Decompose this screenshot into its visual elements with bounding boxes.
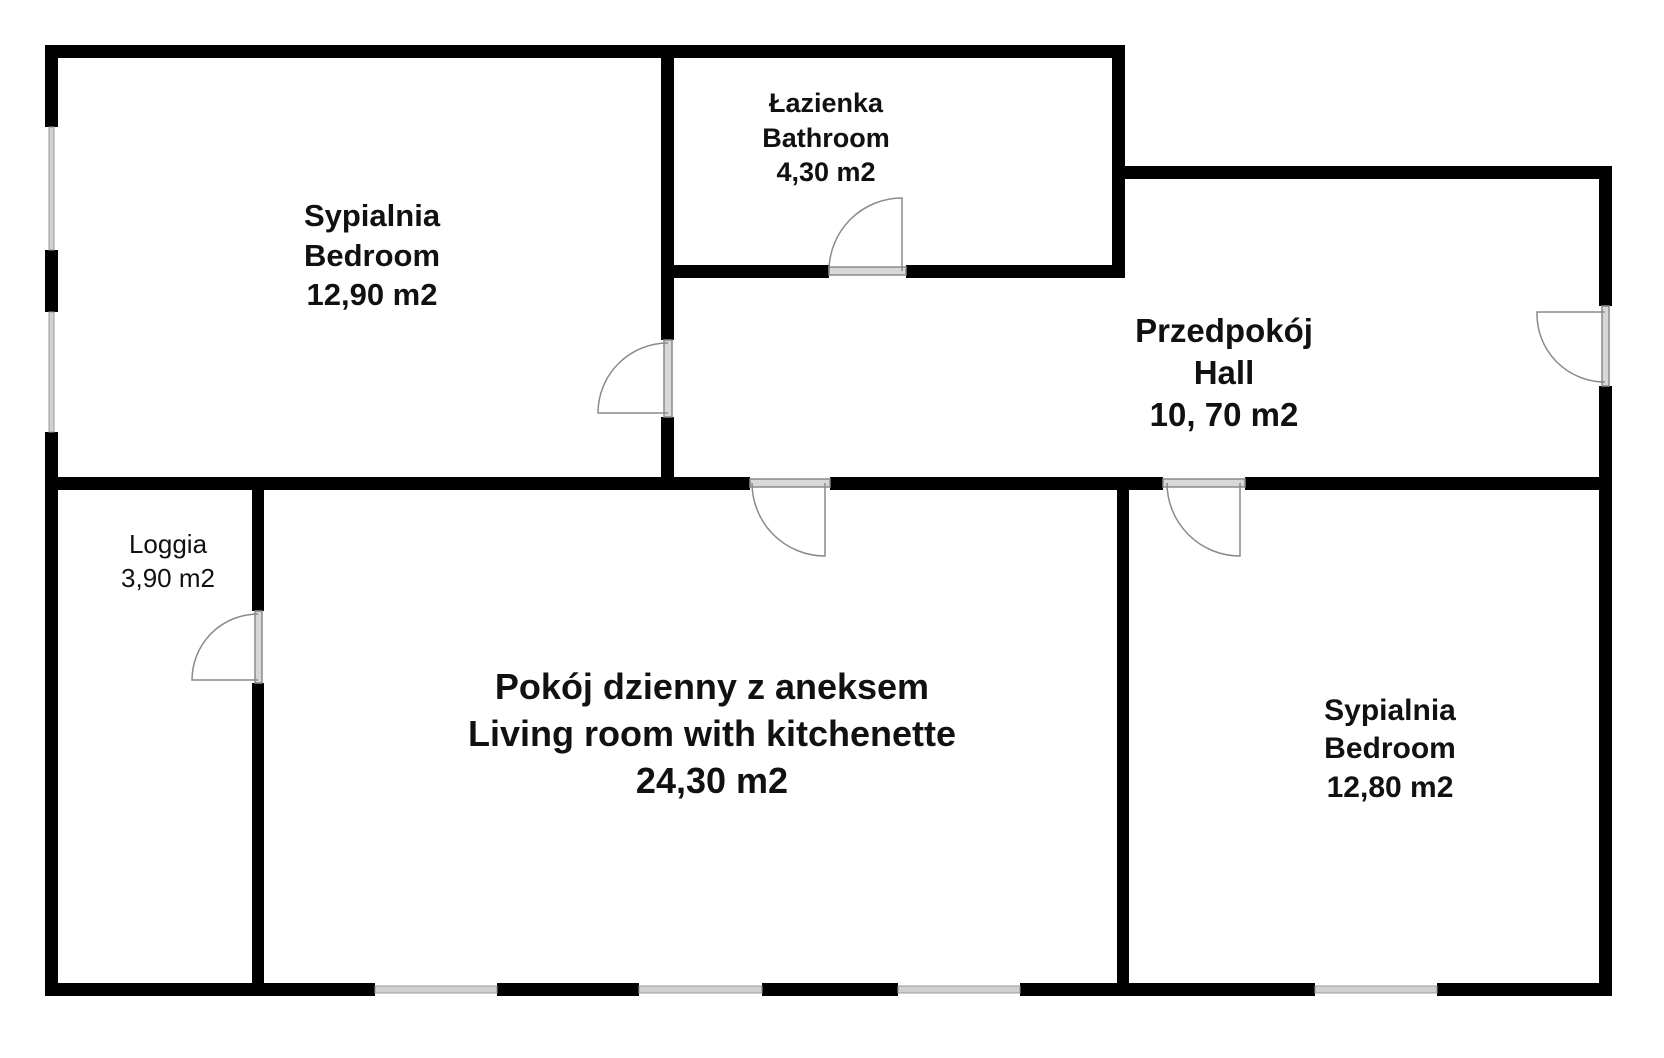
room-label-loggia: Loggia 3,90 m2 bbox=[121, 528, 215, 596]
room-name-en: Bathroom bbox=[762, 122, 890, 153]
room-name-en: Bedroom bbox=[1324, 732, 1456, 766]
room-area: 12,80 m2 bbox=[1326, 770, 1454, 804]
room-area: 3,90 m2 bbox=[121, 562, 215, 593]
room-name-pl: Łazienka bbox=[768, 88, 884, 118]
room-name-pl: Przedpokój bbox=[1135, 312, 1313, 349]
room-area: 12,90 m2 bbox=[306, 277, 438, 313]
room-label-living-room: Pokój dzienny z aneksem Living room with… bbox=[468, 664, 956, 804]
windows bbox=[48, 126, 1438, 994]
doors bbox=[191, 197, 1610, 684]
room-name-pl: Sypialnia bbox=[1324, 694, 1456, 727]
room-area: 24,30 m2 bbox=[635, 759, 789, 801]
walls bbox=[45, 45, 1612, 996]
room-name-en: Hall bbox=[1193, 354, 1255, 392]
room-label-bedroom-1: Sypialnia Bedroom 12,90 m2 bbox=[304, 196, 440, 315]
room-name-en: Living room with kitchenette bbox=[467, 712, 957, 754]
room-name-pl: Loggia bbox=[128, 529, 208, 559]
room-area: 4,30 m2 bbox=[776, 157, 876, 188]
room-name-pl: Pokój dzienny z aneksem bbox=[494, 666, 930, 707]
room-label-bathroom: Łazienka Bathroom 4,30 m2 bbox=[762, 86, 890, 190]
room-name-pl: Sypialnia bbox=[303, 198, 441, 233]
room-name-en: Bedroom bbox=[303, 237, 441, 273]
room-label-hall: Przedpokój Hall 10, 70 m2 bbox=[1135, 310, 1313, 437]
room-area: 10, 70 m2 bbox=[1149, 396, 1299, 434]
room-label-bedroom-2: Sypialnia Bedroom 12,80 m2 bbox=[1324, 692, 1456, 807]
